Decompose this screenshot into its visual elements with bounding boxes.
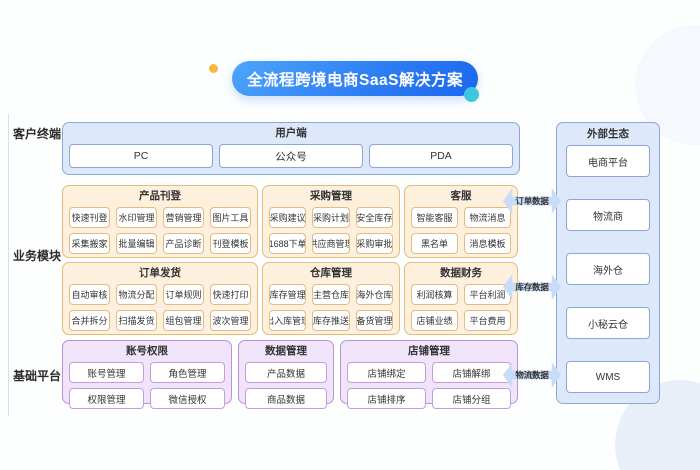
module-item: 合并拆分 (69, 310, 110, 331)
panel-title-product-listing: 产品刊登 (139, 190, 181, 202)
panel-order-shipping: 订单发货 自动审核 物流分配 订单规则 快速打印 合并拆分 扫描发货 组包管理 … (62, 262, 258, 335)
external-item-ecommerce-platform: 电商平台 (566, 145, 650, 177)
panel-customer-service: 客服 智能客服 物流消息 黑名单 消息模板 (404, 185, 518, 258)
panel-procurement: 采购管理 采购建议 采购计划 安全库存 1688下单 供应商管理 采购审批 (262, 185, 400, 258)
panel-title-data-management: 数据管理 (265, 345, 307, 357)
external-item-logistics-provider: 物流商 (566, 199, 650, 231)
module-item: 店铺绑定 (347, 362, 426, 383)
module-item: 扫描发货 (116, 310, 157, 331)
panel-product-listing: 产品刊登 快速刊登 水印管理 营销管理 图片工具 采集搬家 批量编辑 产品诊断 … (62, 185, 258, 258)
user-item-pc: PC (69, 144, 213, 168)
external-item-overseas-warehouse: 海外仓 (566, 253, 650, 285)
module-item: 库存管理 (269, 284, 307, 305)
module-item: 黑名单 (411, 233, 458, 254)
module-item: 快速打印 (210, 284, 251, 305)
user-item-pda: PDA (369, 144, 513, 168)
module-item: 角色管理 (150, 362, 225, 383)
module-item: 主营仓库 (312, 284, 350, 305)
module-item: 平台利润 (464, 284, 511, 305)
module-item: 微信授权 (150, 388, 225, 409)
panel-account-permissions: 账号权限 账号管理 角色管理 权限管理 微信授权 (62, 340, 232, 409)
module-item: 物流消息 (464, 207, 511, 228)
panel-title-data-finance: 数据财务 (440, 267, 482, 279)
module-item: 供应商管理 (312, 233, 350, 254)
panel-data-management: 数据管理 产品数据 商品数据 (238, 340, 334, 409)
panel-title-store-management: 店铺管理 (408, 345, 450, 357)
panel-title-customer-service: 客服 (450, 190, 472, 202)
panel-warehouse: 仓库管理 库存管理 主营仓库 海外仓库 出入库管理 库存推送 备货管理 (262, 262, 400, 335)
module-item: 智能客服 (411, 207, 458, 228)
module-item: 物流分配 (116, 284, 157, 305)
module-item: 店铺解绑 (432, 362, 511, 383)
side-label-client-terminal: 客户终端 (13, 127, 62, 141)
module-item: 权限管理 (69, 388, 144, 409)
module-item: 刊登模板 (210, 233, 251, 254)
panel-title-external-ecosystem: 外部生态 (587, 128, 629, 140)
module-item: 产品数据 (245, 362, 327, 383)
panel-user-terminal: 用户端 PC 公众号 PDA (62, 122, 520, 175)
module-item: 采购计划 (312, 207, 350, 228)
module-item: 产品诊断 (163, 233, 204, 254)
external-item-xiaomi-cloud-warehouse: 小秘云仓 (566, 307, 650, 339)
module-item: 波次管理 (210, 310, 251, 331)
module-item: 店铺业绩 (411, 310, 458, 331)
arrow-label-logistics-data: 物流数据 (515, 370, 549, 380)
module-item: 安全库存 (355, 207, 393, 228)
module-item: 批量编辑 (116, 233, 157, 254)
yellow-dot-icon (209, 64, 218, 73)
module-item: 订单规则 (163, 284, 204, 305)
panel-external-ecosystem: 外部生态 电商平台 物流商 海外仓 小秘云仓 WMS (556, 122, 660, 404)
module-item: 水印管理 (116, 207, 157, 228)
panel-title-order-shipping: 订单发货 (139, 267, 181, 279)
panel-title-warehouse: 仓库管理 (310, 267, 352, 279)
arrow-label-inventory-data: 库存数据 (515, 282, 549, 292)
page-title: 全流程跨境电商SaaS解决方案 (232, 61, 478, 96)
module-item: 1688下单 (269, 233, 307, 254)
module-item: 库存推送 (312, 310, 350, 331)
module-item: 图片工具 (210, 207, 251, 228)
module-item: 采购建议 (269, 207, 307, 228)
user-item-official-account: 公众号 (219, 144, 363, 168)
module-item: 自动审核 (69, 284, 110, 305)
module-item: 备货管理 (355, 310, 393, 331)
module-item: 出入库管理 (269, 310, 307, 331)
module-item: 商品数据 (245, 388, 327, 409)
panel-data-finance: 数据财务 利润核算 平台利润 店铺业绩 平台费用 (404, 262, 518, 335)
module-item: 快速刊登 (69, 207, 110, 228)
side-label-base-platform: 基础平台 (13, 369, 62, 383)
left-rail-line (8, 114, 9, 416)
module-item: 组包管理 (163, 310, 204, 331)
panel-title-user-terminal: 用户端 (275, 127, 307, 139)
module-item: 平台费用 (464, 310, 511, 331)
arrow-label-order-data: 订单数据 (515, 196, 549, 206)
module-item: 账号管理 (69, 362, 144, 383)
module-item: 利润核算 (411, 284, 458, 305)
panel-store-management: 店铺管理 店铺绑定 店铺解绑 店铺排序 店铺分组 (340, 340, 518, 409)
external-item-wms: WMS (566, 361, 650, 393)
cyan-dot-icon (464, 87, 479, 102)
module-item: 店铺排序 (347, 388, 426, 409)
panel-title-account-permissions: 账号权限 (126, 345, 168, 357)
module-item: 海外仓库 (355, 284, 393, 305)
module-item: 营销管理 (163, 207, 204, 228)
side-label-business-modules: 业务模块 (13, 249, 62, 263)
module-item: 消息模板 (464, 233, 511, 254)
panel-title-procurement: 采购管理 (310, 190, 352, 202)
module-item: 采购审批 (355, 233, 393, 254)
module-item: 采集搬家 (69, 233, 110, 254)
module-item: 店铺分组 (432, 388, 511, 409)
